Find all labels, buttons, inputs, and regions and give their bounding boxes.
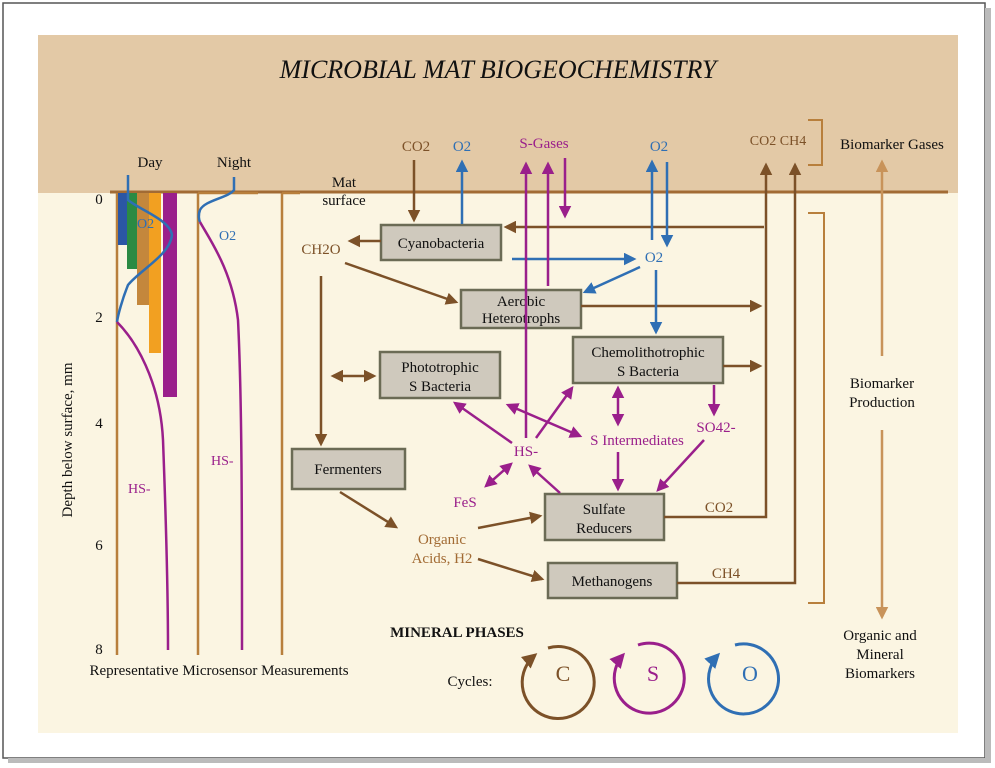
species-ch4-mg: CH4 xyxy=(712,566,741,582)
arrow-organic-to-mg xyxy=(477,557,545,582)
box-cyanobacteria-label: Cyanobacteria xyxy=(398,236,485,252)
tick-6: 6 xyxy=(95,538,103,554)
cycle-s-letter: S xyxy=(647,661,659,686)
arrow-ch2o-to-aerobic xyxy=(344,261,459,305)
tick-2: 2 xyxy=(95,310,103,326)
bar-purple xyxy=(163,193,177,397)
bar-tan xyxy=(137,193,149,305)
night-hs-label: HS- xyxy=(211,454,234,469)
box-fermenters: Fermenters xyxy=(290,447,407,491)
arrow-hs-fes-bidir xyxy=(484,462,513,488)
box-aerobic-label-1: Aerobic xyxy=(497,294,546,310)
gas-s-gases: S-Gases xyxy=(519,136,568,152)
brown-arrows xyxy=(314,160,802,585)
species-organic-1: Organic xyxy=(418,532,466,548)
organic-mineral-3: Biomarkers xyxy=(845,666,915,682)
biomarker-production-bracket xyxy=(808,212,825,604)
arrow-sint-bidir-photo xyxy=(505,403,583,438)
organic-mineral-1: Organic and xyxy=(843,628,917,644)
sensor-caption: Representative Microsensor Measurements xyxy=(89,663,348,679)
species-hs: HS- xyxy=(514,444,538,460)
arrow-sr-co2-up xyxy=(664,162,773,519)
tick-0: 0 xyxy=(95,192,103,208)
frame-shadow-bottom xyxy=(8,758,991,763)
cycle-o-letter: O xyxy=(742,661,758,686)
arrow-so4-to-sr xyxy=(656,439,705,492)
tick-8: 8 xyxy=(95,642,103,658)
cycle-s: S xyxy=(609,641,686,715)
cycle-c: C xyxy=(520,645,596,721)
box-cyanobacteria: Cyanobacteria xyxy=(379,223,503,262)
arrow-hs-to-phototrophic xyxy=(452,401,513,445)
organic-mineral-2: Mineral xyxy=(856,647,903,663)
box-sulfate-label-1: Sulfate xyxy=(583,502,626,518)
bar-green xyxy=(127,193,137,269)
diagram-title: MICROBIAL MAT BIOGEOCHEMISTRY xyxy=(279,55,719,84)
gas-co2-left: CO2 xyxy=(402,139,430,155)
box-sulfate-label-2: Reducers xyxy=(576,521,632,537)
species-ch2o: CH2O xyxy=(301,242,340,258)
night-o2-curve xyxy=(197,177,236,223)
arrow-organic-to-sr xyxy=(477,511,543,530)
night-o2-label: O2 xyxy=(219,229,236,244)
box-chemolithotrophic-label-2: S Bacteria xyxy=(617,364,679,380)
cycle-o: O xyxy=(704,642,781,716)
day-hs-label: HS- xyxy=(128,482,151,497)
species-o2-mid: O2 xyxy=(645,250,663,266)
arrow-o2mid-to-aerobic xyxy=(582,265,641,294)
cycle-s-arrow xyxy=(609,641,686,715)
arrow-fermenters-to-organic xyxy=(339,490,399,529)
day-label: Day xyxy=(138,155,163,171)
day-o2-label: O2 xyxy=(137,217,154,232)
day-hs-curve xyxy=(116,321,170,651)
biomarker-production-1: Biomarker xyxy=(850,376,914,392)
mineral-phases-label: MINERAL PHASES xyxy=(390,625,524,641)
box-sulfate-reducers: Sulfate Reducers xyxy=(543,492,666,542)
biomarker-gases-label: Biomarker Gases xyxy=(840,137,944,153)
cycle-c-arrow xyxy=(520,645,596,721)
box-chemolithotrophic: Chemolithotrophic S Bacteria xyxy=(571,335,725,385)
box-chemolithotrophic-label-1: Chemolithotrophic xyxy=(591,345,705,361)
tick-4: 4 xyxy=(95,416,103,432)
gas-o2-left: O2 xyxy=(453,139,471,155)
box-aerobic-heterotrophs: Aerobic Heterotrophs xyxy=(459,288,583,330)
night-hs-curve xyxy=(198,221,244,651)
night-label: Night xyxy=(217,155,252,171)
species-fes: FeS xyxy=(453,495,476,511)
depth-ticks: 0 2 4 6 8 xyxy=(95,192,103,658)
bar-orange xyxy=(149,193,161,353)
box-methanogens: Methanogens xyxy=(546,561,679,600)
arrow-mg-ch4-up xyxy=(677,162,802,585)
biomarker-production-2: Production xyxy=(849,395,915,411)
cycles-label: Cycles: xyxy=(448,674,493,690)
species-co2-sr: CO2 xyxy=(705,500,733,516)
species-s-intermediates: S Intermediates xyxy=(590,433,684,449)
biomarker-gases-bracket xyxy=(808,119,823,166)
purple-arrows xyxy=(452,158,721,494)
mat-surface-label-1: Mat xyxy=(332,175,357,191)
species-organic-2: Acids, H2 xyxy=(412,551,473,567)
box-phototrophic-label-1: Phototrophic xyxy=(401,360,479,376)
box-aerobic-label-2: Heterotrophs xyxy=(482,311,560,327)
box-phototrophic-label-2: S Bacteria xyxy=(409,379,471,395)
box-fermenters-label: Fermenters xyxy=(314,462,382,478)
species-so4: SO42- xyxy=(696,420,735,436)
gas-co2-ch4: CO2 CH4 xyxy=(750,134,806,149)
frame-shadow xyxy=(985,8,991,762)
bar-blue xyxy=(118,193,127,245)
day-o2-curve xyxy=(115,175,174,323)
y-axis-label: Depth below surface, mm xyxy=(60,362,76,517)
blue-arrows xyxy=(455,159,674,335)
cycle-o-arrow xyxy=(704,642,781,716)
arrow-sr-to-hs xyxy=(528,464,561,494)
gas-o2-right: O2 xyxy=(650,139,668,155)
cycle-c-letter: C xyxy=(556,661,571,686)
box-methanogens-label: Methanogens xyxy=(572,574,653,590)
mat-surface-label-2: surface xyxy=(322,193,366,209)
box-phototrophic: Phototrophic S Bacteria xyxy=(378,350,502,400)
sky-band xyxy=(38,35,958,193)
